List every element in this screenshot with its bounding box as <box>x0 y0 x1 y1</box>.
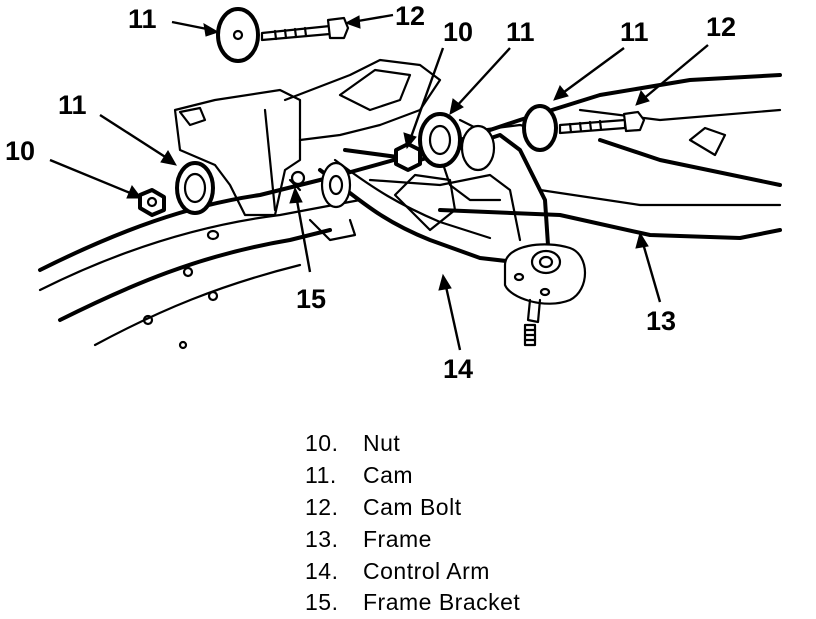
callout-11-middle: 11 <box>506 17 535 47</box>
legend-label: Cam Bolt <box>363 493 462 520</box>
legend-label: Control Arm <box>363 557 490 584</box>
callout-15: 15 <box>296 284 326 314</box>
callout-10-left: 10 <box>5 136 35 166</box>
legend-label: Frame <box>363 525 432 552</box>
legend-number: 12. <box>305 493 339 520</box>
legend-label: Nut <box>363 430 401 457</box>
legend-number: 15. <box>305 589 339 616</box>
legend-item-13: 13. Frame <box>305 523 725 555</box>
legend-number: 11. <box>305 462 337 489</box>
callout-14: 14 <box>443 354 473 384</box>
cam-top <box>216 7 260 63</box>
cam-middle <box>418 112 496 172</box>
legend-number: 14. <box>305 557 339 584</box>
legend-number: 10. <box>305 430 339 457</box>
callout-11-right: 11 <box>620 17 649 47</box>
callout-13: 13 <box>646 306 676 336</box>
bushing-left <box>320 161 352 209</box>
legend-item-15: 15. Frame Bracket <box>305 587 725 619</box>
legend-number: 13. <box>305 525 339 552</box>
cam-left <box>175 161 215 215</box>
legend-item-12: 12. Cam Bolt <box>305 492 725 524</box>
legend-item-11: 11. Cam <box>305 460 725 492</box>
cam-right <box>522 104 558 152</box>
cam-bolt-right <box>558 110 646 135</box>
legend-item-14: 14. Control Arm <box>305 555 725 587</box>
leader-arrows <box>49 13 709 351</box>
legend-label: Frame Bracket <box>363 589 521 616</box>
parts-legend: 10. Nut 11. Cam 12. Cam Bolt 13. Frame 1… <box>305 428 725 619</box>
callout-12-right: 12 <box>706 12 736 42</box>
ball-joint <box>503 243 586 347</box>
frame-bracket <box>173 58 442 242</box>
callout-11-left: 11 <box>58 90 87 120</box>
cam-bolt-top <box>260 16 350 42</box>
legend-item-10: 10. Nut <box>305 428 725 460</box>
callout-10-top: 10 <box>443 17 473 47</box>
nut-middle <box>394 142 422 172</box>
callout-12-top: 12 <box>395 1 425 31</box>
nut-left <box>138 188 166 217</box>
callout-11-top: 11 <box>128 4 157 34</box>
suspension-diagram: 11 12 10 11 11 12 11 10 15 14 13 <box>5 1 782 384</box>
legend-label: Cam <box>363 462 414 489</box>
